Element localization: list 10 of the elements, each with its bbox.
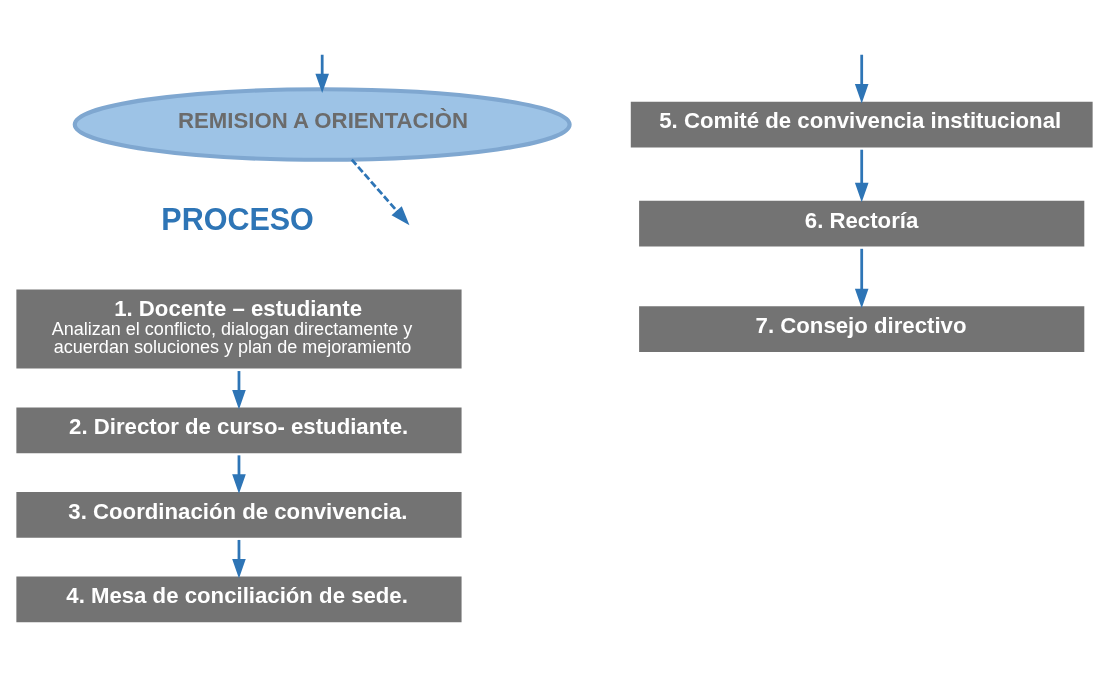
arrow [232, 539, 246, 578]
arrow [315, 54, 329, 93]
arrow [854, 149, 869, 202]
node-ellipse: REMISION A ORIENTACIÒN [72, 86, 572, 162]
arrow [232, 454, 246, 494]
arrow [854, 54, 869, 103]
arrow [854, 248, 869, 308]
arrow [350, 158, 410, 225]
arrow [232, 370, 246, 409]
label: PROCESO [161, 201, 314, 236]
